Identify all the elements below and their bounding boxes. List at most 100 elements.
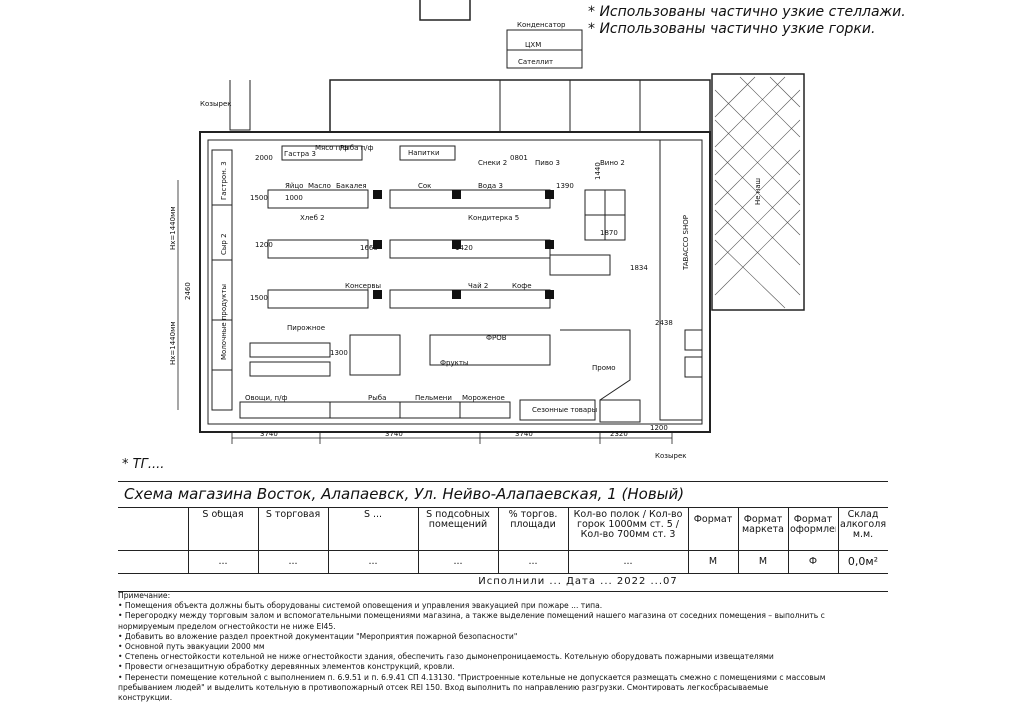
- header-market-format: Формат маркета: [742, 515, 784, 535]
- entrance-vestibule: [229, 80, 251, 131]
- label-eggs: Яйцо: [285, 182, 303, 190]
- note-line: • Добавить во вложение раздел проектной …: [118, 631, 518, 641]
- dim-2000: 2000: [255, 154, 273, 162]
- note-line: • Помещения объекта должны быть оборудов…: [118, 601, 603, 611]
- label-icecream: Мороженое: [462, 394, 505, 402]
- store-outer-wall: [199, 131, 711, 433]
- notes-heading: Примечание:: [118, 591, 171, 600]
- label-confectionery: Кондитерка 5: [468, 214, 519, 222]
- note-line: • Провести огнезащитную обработку деревя…: [118, 662, 455, 672]
- note-top-1: * Использованы частично узкие стеллажи.: [588, 4, 906, 20]
- dim-1500-a: 1500: [250, 194, 268, 202]
- dim-hx-2: Hx=1440мм: [169, 321, 177, 365]
- value-alcohol-storage: 0,0м²: [847, 557, 879, 567]
- neighbor-area: [711, 73, 805, 311]
- label-fish-pf: Рыба п/ф: [340, 144, 374, 152]
- note-line: • Степень огнестойкости котельной не ниж…: [118, 652, 774, 662]
- label-fish: Рыба: [368, 394, 386, 402]
- value-area-total: ...: [218, 557, 228, 567]
- header-shelf-count: Кол-во полок / Кол-во горок 1000мм ст. 5…: [573, 510, 683, 540]
- note-line: нормируемым пределом огнестойкости не ни…: [118, 621, 336, 631]
- dim-hx-1: Hx=1440мм: [169, 206, 177, 250]
- dim-1660: 1660: [360, 244, 378, 252]
- frov-area: [429, 334, 551, 366]
- label-canopy-1: Козырек: [200, 100, 231, 108]
- bottom-wall-rack: [239, 401, 511, 419]
- dim-1390: 1390: [556, 182, 574, 190]
- label-condenser: Конденсатор: [517, 21, 566, 29]
- dim-3740-c: 3740: [515, 430, 533, 438]
- dim-1834: 1834: [630, 264, 648, 272]
- dim-1500-b: 1500: [250, 294, 268, 302]
- label-tea: Чай 2: [468, 282, 488, 290]
- value-design-format: Ф: [808, 557, 818, 567]
- gondola-row3-a: [267, 289, 369, 309]
- label-satellite: Сателлит: [518, 58, 553, 66]
- gondola-row1-a: [267, 189, 369, 209]
- header-design-format: Формат оформления: [790, 515, 836, 535]
- label-coffee: Кофе: [512, 282, 532, 290]
- dim-3740-a: 3740: [260, 430, 278, 438]
- dim-2438: 2438: [655, 319, 673, 327]
- note-line: • Перенести помещение котельной с выполн…: [118, 672, 826, 682]
- note-top-2: * Использованы частично узкие горки.: [588, 21, 876, 37]
- label-pastry: Пирожное: [287, 324, 325, 332]
- label-promo: Промо: [592, 364, 616, 372]
- dim-1200: 1200: [255, 241, 273, 249]
- notes-block: Примечание: • Помещения объекта должны б…: [118, 591, 898, 703]
- value-shelf-count: ...: [623, 557, 633, 567]
- label-wine: Вино 2: [600, 159, 625, 167]
- label-grocery: Бакалея: [336, 182, 367, 190]
- label-butter: Масло: [308, 182, 331, 190]
- header-format: Формат: [693, 515, 733, 525]
- value-market-format: М: [758, 557, 768, 567]
- label-gastron-3: Гастрон. 3: [220, 161, 228, 200]
- label-canned: Консервы: [345, 282, 381, 290]
- label-dairy: Молочные продукты: [220, 284, 228, 360]
- label-gastra: Гастра 3: [284, 150, 316, 158]
- label-vegetables: Овощи, п/ф: [245, 394, 287, 402]
- dim-1440: 1440: [594, 162, 602, 180]
- dim-1200-b: 1200: [650, 424, 668, 432]
- header-area-other: S ...: [363, 510, 383, 520]
- header-area-sales: S торговая: [265, 510, 321, 520]
- label-fruits: Фрукты: [440, 359, 468, 367]
- label-drinks: Напитки: [408, 149, 440, 157]
- label-water: Вода 3: [478, 182, 503, 190]
- dim-2460: 2460: [184, 282, 192, 300]
- value-sales-percent: ...: [528, 557, 538, 567]
- note-line: конструкции.: [118, 693, 173, 703]
- dim-0801: 0801: [510, 154, 528, 162]
- executor-line: Исполнили ... Дата ... 2022 ...07: [478, 577, 678, 587]
- label-bread: Хлеб 2: [300, 214, 325, 222]
- header-area-utility: S подсобных помещений: [426, 510, 490, 530]
- label-seasonal: Сезонные товары: [532, 406, 597, 414]
- value-area-sales: ...: [288, 557, 298, 567]
- note-line: • Основной путь эвакуации 2000 мм: [118, 642, 265, 652]
- label-canopy-2: Козырек: [655, 452, 686, 460]
- dim-2320: 2320: [610, 430, 628, 438]
- gondola-row2-a: [267, 239, 369, 259]
- left-wall-rack: [211, 149, 233, 411]
- note-line: • Перегородку между торговым залом и всп…: [118, 611, 825, 621]
- title-block: * ТГ.... Схема магазина Восток, Алапаевс…: [118, 455, 888, 608]
- label-juice: Сок: [418, 182, 431, 190]
- value-format: М: [708, 557, 718, 567]
- scheme-title: Схема магазина Восток, Алапаевск, Ул. Не…: [124, 485, 685, 503]
- back-room-wall: [329, 79, 711, 132]
- note-line: пребыванием людей" и выделить котельную …: [118, 682, 769, 692]
- label-meat: Мясо п/ф: [315, 144, 349, 152]
- value-area-other: ...: [368, 557, 378, 567]
- satellite-block: [506, 29, 583, 69]
- label-cheese: Сыр 2: [220, 233, 228, 255]
- header-area-total: S общая: [202, 510, 244, 520]
- dim-1870: 1870: [600, 229, 618, 237]
- header-sales-percent: % торгов. площади: [508, 510, 558, 530]
- label-chm: ЦХМ: [525, 41, 541, 49]
- label-snacks: Снеки 2: [478, 159, 507, 167]
- dim-1000: 1000: [285, 194, 303, 202]
- dim-1420: 1420: [455, 244, 473, 252]
- label-not-ours: Не наш: [754, 178, 762, 205]
- corner-stamp: * ТГ....: [122, 457, 165, 472]
- value-area-utility: ...: [453, 557, 463, 567]
